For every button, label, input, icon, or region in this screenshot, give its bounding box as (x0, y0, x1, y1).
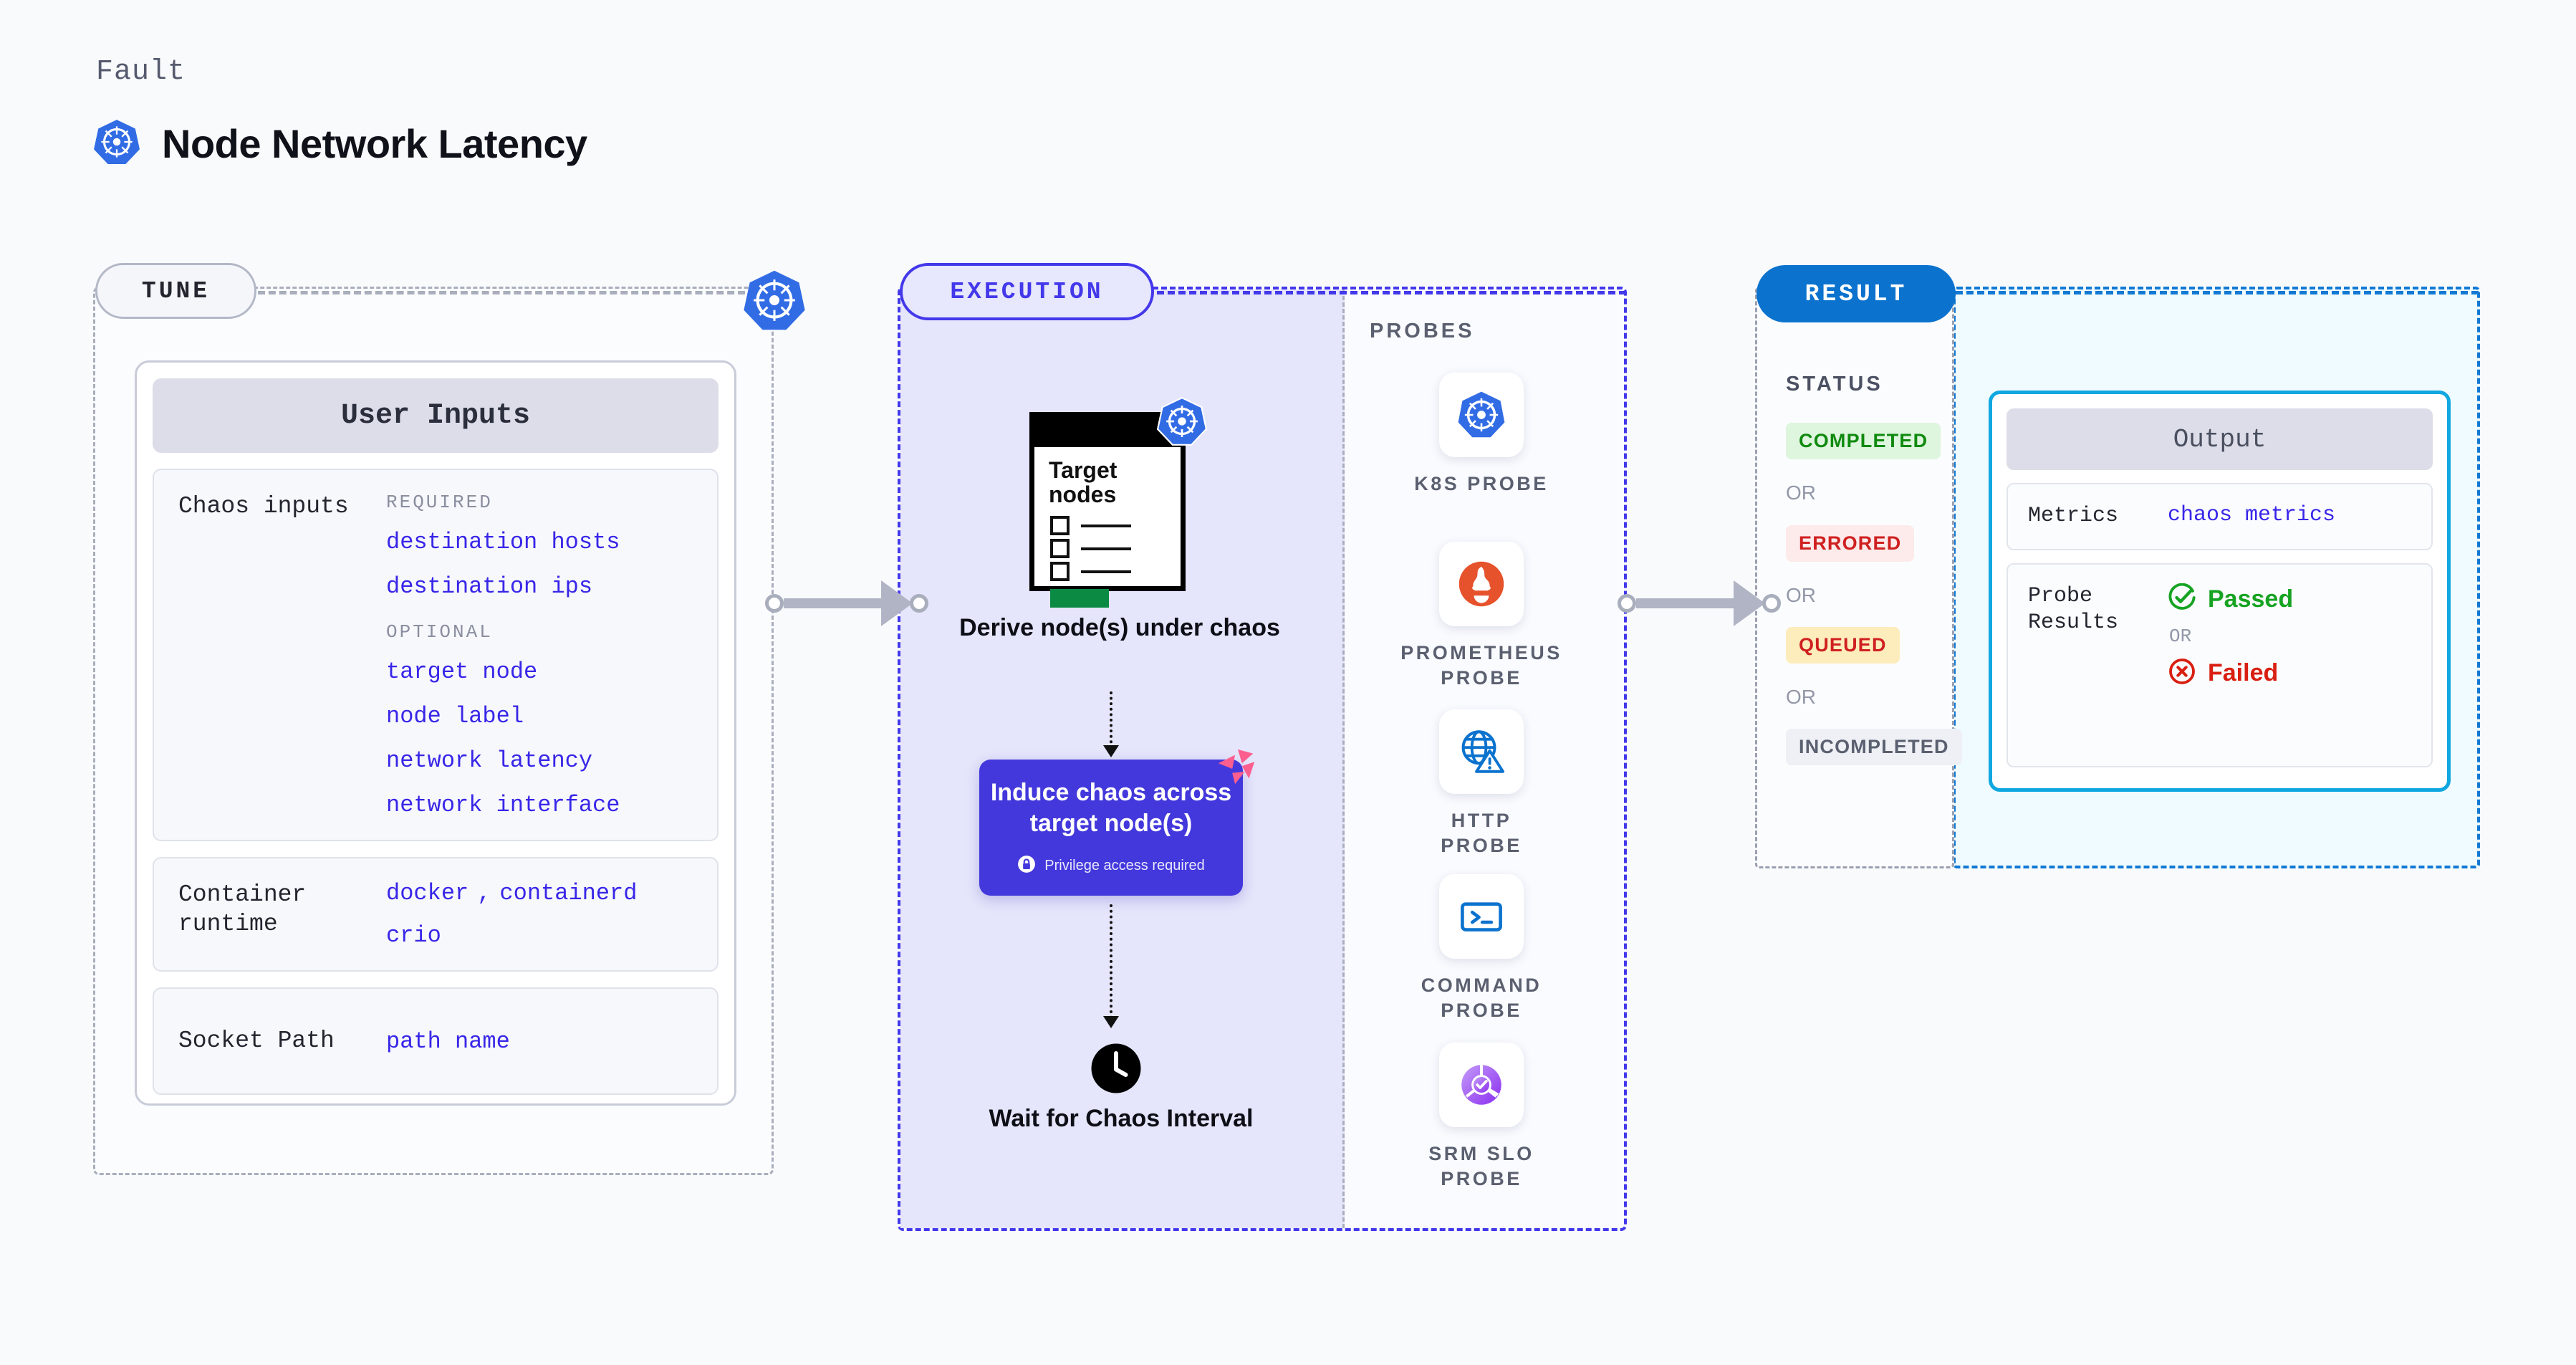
input-destination-ips[interactable]: destination ips (386, 573, 593, 600)
execution-connector-dashline (1157, 291, 1626, 294)
status-section-title: STATUS (1786, 373, 1883, 396)
flow-arrow-line-1 (1110, 691, 1112, 749)
status-or-2: OR (1786, 584, 1816, 606)
kubernetes-icon (93, 118, 140, 169)
clock-icon (1090, 1043, 1142, 1094)
probe-prometheus[interactable]: PROMETHEUS PROBE (1400, 542, 1559, 691)
probe-label: K8S PROBE (1414, 473, 1549, 494)
output-card: Output Metrics chaos metrics Probe Resul… (1989, 391, 2451, 792)
socket-path-label: Socket Path (178, 1028, 335, 1055)
probe-results-or: OR (2169, 625, 2192, 647)
tune-card: User Inputs Chaos inputs REQUIRED destin… (135, 360, 736, 1106)
derive-nodes-label: Derive node(s) under chaos (959, 614, 1280, 641)
connector-tune-to-execution (765, 580, 928, 626)
probe-http[interactable]: HTTP PROBE (1410, 709, 1553, 858)
socket-path-row: Socket Path path name (153, 987, 719, 1095)
runtime-crio[interactable]: crio (386, 922, 441, 949)
metrics-label: Metrics (2028, 504, 2119, 528)
socket-path-value[interactable]: path name (386, 1028, 510, 1055)
runtime-containerd[interactable]: containerd (499, 880, 638, 906)
probes-section-title: PROBES (1370, 320, 1475, 343)
input-target-node[interactable]: target node (386, 658, 538, 685)
flow-arrow-line-2 (1110, 904, 1112, 1019)
probe-label: HTTP PROBE (1441, 810, 1522, 857)
probe-result-passed: Passed (2168, 583, 2293, 616)
result-pill[interactable]: RESULT (1756, 265, 1956, 322)
probe-srm-slo[interactable]: SRM SLO PROBE (1410, 1043, 1553, 1192)
flow-arrow-head-2 (1103, 1016, 1119, 1028)
connector-dot-end (1762, 594, 1781, 613)
runtime-separator: , (477, 880, 491, 906)
kubernetes-icon (1439, 373, 1524, 457)
tune-pill[interactable]: TUNE (95, 263, 256, 319)
page-title: Node Network Latency (162, 121, 587, 166)
probe-result-failed: Failed (2168, 657, 2293, 689)
status-or-1: OR (1786, 482, 1816, 504)
induce-chaos-node[interactable]: Induce chaos across target node(s) Privi… (979, 760, 1243, 896)
container-runtime-row: Container runtime docker, containerd crio (153, 857, 719, 972)
probe-results-row: Probe Results Passed OR (2007, 562, 2433, 767)
connector-dot-start (1618, 594, 1636, 613)
status-or-3: OR (1786, 686, 1816, 708)
probe-label: PROMETHEUS PROBE (1400, 642, 1562, 689)
passed-label: Passed (2208, 585, 2294, 613)
user-inputs-header: User Inputs (153, 378, 719, 453)
status-badge-incompleted: INCOMPLETED (1786, 729, 1962, 765)
tune-region: User Inputs Chaos inputs REQUIRED destin… (93, 287, 774, 1175)
runtime-docker[interactable]: docker (386, 880, 469, 906)
lock-icon (1017, 855, 1036, 878)
litmus-icon (1214, 745, 1259, 790)
fault-eyebrow-label: Fault (96, 56, 186, 88)
result-status-region (1755, 287, 1954, 868)
output-card-title: Output (2007, 408, 2433, 470)
globe-warning-icon (1439, 709, 1524, 794)
probe-command[interactable]: COMMAND PROBE (1410, 874, 1553, 1023)
input-node-label[interactable]: node label (386, 703, 524, 729)
document-title: Target nodes (1049, 457, 1118, 507)
tune-connector-dashline (258, 291, 745, 294)
failed-label: Failed (2208, 658, 2279, 686)
x-circle-icon (2168, 657, 2196, 689)
status-badge-completed: COMPLETED (1786, 423, 1941, 459)
probe-label: SRM SLO PROBE (1428, 1143, 1534, 1190)
input-network-interface[interactable]: network interface (386, 792, 620, 818)
check-circle-icon (2168, 583, 2196, 616)
input-destination-hosts[interactable]: destination hosts (386, 529, 620, 555)
connector-bar (1636, 598, 1734, 608)
probe-label: COMMAND PROBE (1421, 974, 1542, 1022)
optional-group-title: OPTIONAL (386, 621, 493, 643)
connector-arrowhead (881, 580, 913, 626)
connector-dot-start (765, 594, 784, 613)
induce-chaos-label: Induce chaos across target node(s) (990, 779, 1232, 837)
connector-dot-end (910, 594, 928, 613)
container-runtime-label: Container runtime (178, 881, 307, 938)
terminal-icon (1439, 874, 1524, 959)
page-title-row: Node Network Latency (93, 118, 587, 169)
probe-results-label: Probe Results (2028, 583, 2119, 636)
flow-arrow-head-1 (1103, 745, 1119, 757)
kubernetes-icon (1156, 396, 1208, 446)
chaos-inputs-label: Chaos inputs (178, 493, 349, 519)
prometheus-icon (1439, 542, 1524, 626)
srm-slo-icon (1439, 1043, 1524, 1127)
connector-arrowhead (1734, 580, 1765, 626)
privilege-note-label: Privilege access required (1044, 858, 1205, 874)
chaos-inputs-row: Chaos inputs REQUIRED destination hosts … (153, 469, 719, 841)
result-connector-dashline (1956, 291, 2479, 294)
target-nodes-document-icon: Target nodes (1029, 396, 1208, 608)
probe-k8s[interactable]: K8S PROBE (1410, 373, 1553, 497)
status-badge-queued: QUEUED (1786, 627, 1900, 664)
execution-pill[interactable]: EXECUTION (900, 263, 1154, 320)
privilege-note: Privilege access required (1017, 855, 1205, 878)
connector-bar (784, 598, 881, 608)
metrics-value[interactable]: chaos metrics (2168, 503, 2336, 527)
kubernetes-icon (743, 269, 806, 332)
connector-execution-to-result (1618, 580, 1781, 626)
metrics-row: Metrics chaos metrics (2007, 483, 2433, 550)
status-badge-errored: ERRORED (1786, 525, 1915, 562)
input-network-latency[interactable]: network latency (386, 747, 593, 774)
required-group-title: REQUIRED (386, 492, 493, 513)
wait-interval-label: Wait for Chaos Interval (989, 1105, 1254, 1132)
